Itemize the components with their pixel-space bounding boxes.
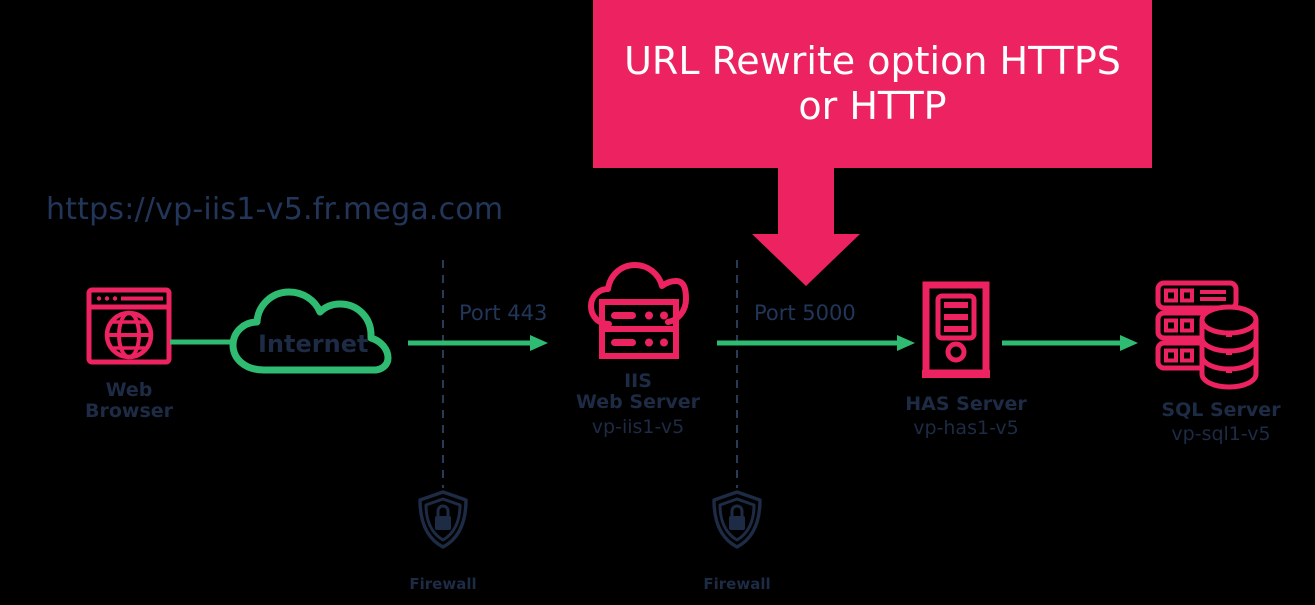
connector-browser-to-internet bbox=[170, 337, 232, 347]
firewall-2-boundary-line bbox=[735, 260, 739, 488]
firewall-1-icon bbox=[417, 490, 469, 550]
firewall-2-label: Firewall bbox=[703, 575, 771, 593]
firewall-2-icon bbox=[711, 490, 763, 550]
iis-web-server-title: IIS Web Server bbox=[576, 370, 700, 414]
url-text: https://vp-iis1-v5.fr.mega.com bbox=[46, 192, 504, 227]
down-arrow-icon bbox=[750, 166, 862, 288]
web-browser-label: Web Browser bbox=[44, 379, 214, 423]
port-5000-label: Port 5000 bbox=[754, 301, 856, 325]
sql-server-subtitle: vp-sql1-v5 bbox=[1171, 423, 1271, 446]
iis-web-server-label: IIS Web Server vp-iis1-v5 bbox=[552, 370, 724, 438]
has-server-icon bbox=[920, 281, 992, 382]
sql-server-label: SQL Server vp-sql1-v5 bbox=[1131, 399, 1311, 446]
callout-text: URL Rewrite option HTTPS or HTTP bbox=[624, 39, 1121, 128]
has-server-subtitle: vp-has1-v5 bbox=[913, 417, 1019, 440]
web-browser-icon bbox=[86, 287, 172, 365]
iis-web-server-icon bbox=[585, 258, 691, 364]
port-443-label: Port 443 bbox=[459, 301, 548, 325]
sql-server-title: SQL Server bbox=[1161, 399, 1281, 421]
arrow-internet-to-iis bbox=[408, 334, 548, 352]
iis-web-server-subtitle: vp-iis1-v5 bbox=[591, 415, 685, 438]
has-server-title: HAS Server bbox=[905, 393, 1027, 415]
has-server-label: HAS Server vp-has1-v5 bbox=[880, 393, 1052, 440]
arrow-has-to-sql bbox=[1002, 334, 1138, 352]
arrow-iis-to-has bbox=[717, 334, 915, 352]
url-rewrite-callout-box: URL Rewrite option HTTPS or HTTP bbox=[593, 0, 1152, 168]
sql-server-icon bbox=[1155, 280, 1279, 390]
firewall-1-boundary-line bbox=[441, 260, 445, 488]
web-browser-title: Web Browser bbox=[84, 379, 174, 423]
firewall-1-label: Firewall bbox=[409, 575, 477, 593]
internet-label: Internet bbox=[258, 330, 369, 358]
internet-cloud-icon bbox=[228, 286, 394, 374]
